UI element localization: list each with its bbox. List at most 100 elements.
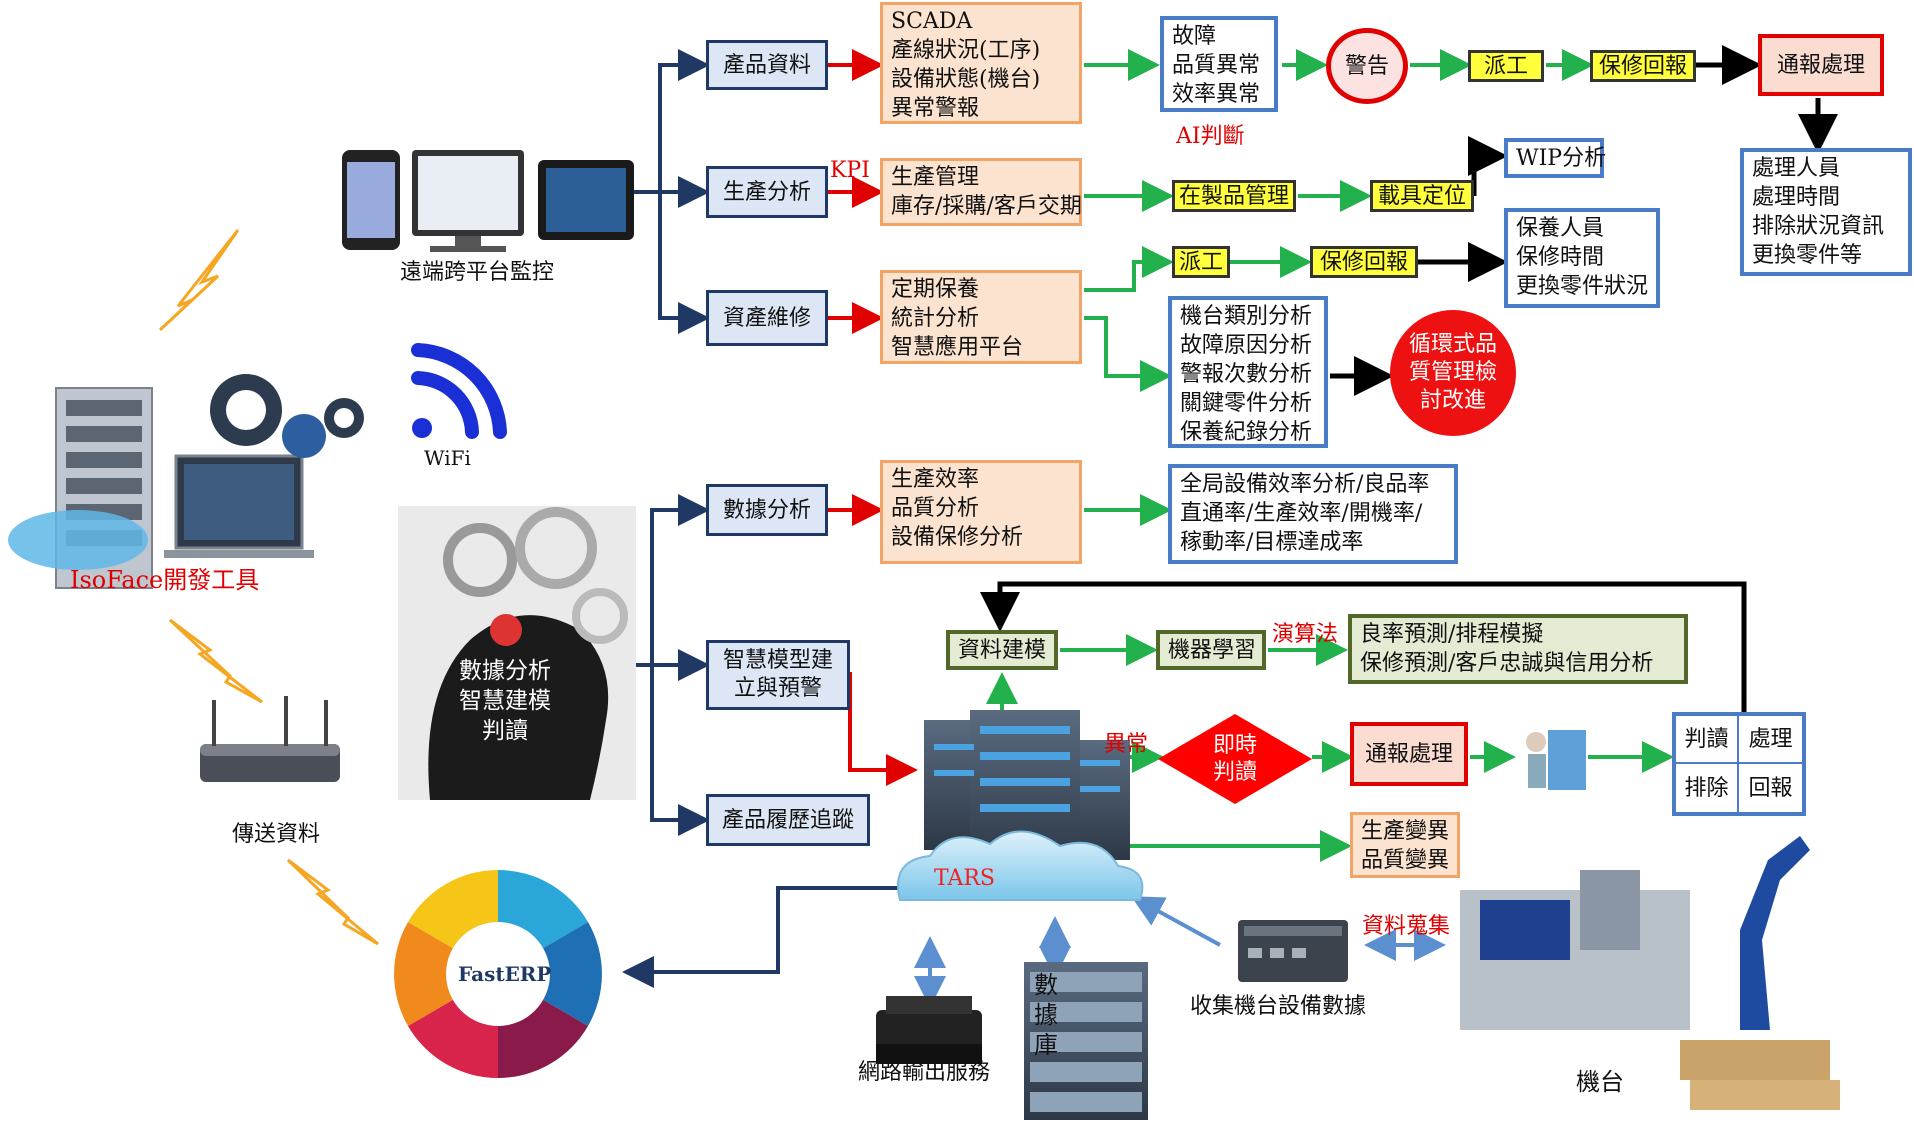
machine-analysis-line: 故障原因分析 [1180, 333, 1313, 358]
node-maintenance-plan: 定期保養 統計分析 智慧應用平台 [880, 270, 1082, 364]
scada-line: SCADA [891, 9, 973, 34]
green-arrows [986, 49, 1674, 862]
node-qc-loop: 循環式品 質管理檢 討改進 [1390, 310, 1516, 436]
tars-label: TARS [934, 866, 995, 891]
collector-device-icon [1238, 920, 1348, 982]
brain-line: 判讀 [482, 718, 528, 744]
dev-server-icon [8, 374, 364, 589]
printer-icon [876, 996, 982, 1064]
qc-loop-line: 質管理檢 [1408, 360, 1497, 385]
kpi-label: KPI [830, 158, 870, 183]
node-maintenance-personnel: 保養人員 保修時間 更換零件狀況 [1504, 208, 1660, 308]
prod-mgmt-line: 庫存/採購/客戶交期 [891, 194, 1082, 219]
maint-person-line: 保養人員 [1516, 216, 1605, 241]
grid-cell: 回報 [1748, 775, 1793, 801]
handling-line: 處理人員 [1752, 156, 1841, 181]
operator-icon [1526, 730, 1586, 790]
blue-double-arrows [622, 886, 908, 988]
node-repair-report-2-label: 保修回報 [1319, 249, 1408, 275]
node-carrier-locate-label: 載具定位 [1377, 183, 1466, 209]
node-wip-analysis-label: WIP分析 [1516, 146, 1607, 171]
node-dispatch-label: 派工 [1483, 53, 1528, 79]
remote-devices-icon [342, 150, 634, 252]
database-label: 數 據 庫 [1034, 970, 1064, 1060]
realtime-judge-line: 判讀 [1212, 760, 1257, 785]
node-notify-process-label: 通報處理 [1776, 52, 1865, 78]
node-handling-grid: 判讀 處理 排除 回報 [1672, 712, 1806, 816]
node-variation: 生產變異 品質變異 [1350, 812, 1460, 878]
data-gather-label: 資料蒐集 [1362, 914, 1451, 939]
node-traceability-label: 產品履歷追蹤 [721, 807, 854, 833]
node-data-analysis: 數據分析 [706, 484, 828, 536]
scada-line: 產線狀況(工序) [891, 38, 1041, 63]
scada-line: 異常警報 [891, 96, 980, 121]
node-handling-info: 處理人員 處理時間 排除狀況資訊 更換零件等 [1740, 148, 1912, 276]
wifi-label: WiFi [424, 446, 471, 470]
grid-cell: 處理 [1739, 716, 1802, 764]
database-char: 據 [1034, 1001, 1058, 1029]
oee-line: 直通率/生產效率/開機率/ [1180, 501, 1423, 526]
handling-line: 排除狀況資訊 [1752, 214, 1885, 239]
maint-plan-line: 定期保養 [891, 277, 980, 302]
collect-label: 收集機台設備數據 [1190, 994, 1367, 1019]
node-repair-report-label: 保修回報 [1598, 53, 1687, 79]
machine-analysis-line: 警報次數分析 [1180, 362, 1313, 387]
lightning-icons [158, 229, 379, 946]
algorithm-label: 演算法 [1272, 622, 1339, 647]
node-production-analysis-label: 生產分析 [722, 179, 811, 205]
node-data-modeling-label: 資料建模 [958, 637, 1047, 663]
database-server-icon [1024, 962, 1148, 1120]
node-notify-process: 通報處理 [1758, 34, 1884, 96]
anomaly-line: 品質異常 [1172, 53, 1261, 78]
efficiency-line: 生產效率 [891, 467, 980, 492]
anomaly-line: 故障 [1172, 24, 1217, 49]
fasterp-label: FastERP [458, 962, 552, 986]
database-char: 數 [1034, 971, 1058, 999]
node-warning-label: 警告 [1344, 53, 1389, 79]
node-smart-model: 智慧模型建 立與預警 [706, 640, 850, 710]
node-product-data: 產品資料 [706, 40, 828, 90]
efficiency-line: 品質分析 [891, 496, 980, 521]
oee-line: 稼動率/目標達成率 [1180, 530, 1364, 555]
node-asset-maintenance-label: 資產維修 [722, 305, 811, 331]
smart-model-line: 立與預警 [733, 676, 822, 701]
node-wip-management-label: 在製品管理 [1178, 183, 1289, 209]
prod-mgmt-line: 生產管理 [891, 165, 980, 190]
remote-monitor-label: 遠端跨平台監控 [400, 260, 555, 285]
machine-label: 機台 [1576, 1068, 1624, 1096]
brain-line: 智慧建模 [459, 688, 551, 714]
fasterp-wheel-icon [394, 870, 602, 1078]
machine-analysis-line: 關鍵零件分析 [1180, 391, 1313, 416]
node-notify-process-2: 通報處理 [1350, 722, 1468, 786]
variation-line: 品質變異 [1361, 848, 1450, 873]
grid-cell: 判讀 [1676, 716, 1739, 764]
machine-analysis-line: 保養紀錄分析 [1180, 420, 1313, 445]
node-machine-learning: 機器學習 [1156, 630, 1266, 670]
node-repair-report: 保修回報 [1590, 50, 1696, 82]
node-dispatch-2: 派工 [1172, 246, 1230, 278]
variation-line: 生產變異 [1361, 819, 1450, 844]
maint-plan-line: 統計分析 [891, 306, 980, 331]
navy-tree-top [628, 49, 710, 334]
black-arrows [980, 45, 1838, 712]
node-data-analysis-label: 數據分析 [722, 497, 811, 523]
node-machine-learning-label: 機器學習 [1168, 637, 1257, 663]
red-arrows [828, 49, 918, 786]
node-dispatch-2-label: 派工 [1178, 249, 1223, 275]
node-warning: 警告 [1326, 28, 1408, 104]
router-icon [200, 696, 340, 782]
node-oee: 全局設備效率分析/良品率 直通率/生產效率/開機率/ 稼動率/目標達成率 [1168, 464, 1458, 564]
node-wip-analysis: WIP分析 [1504, 138, 1607, 178]
node-repair-report-2: 保修回報 [1310, 246, 1418, 278]
node-asset-maintenance: 資產維修 [706, 290, 828, 346]
abnormal-label: 異常 [1104, 732, 1149, 757]
brain-gears-image [398, 506, 636, 800]
node-production-management: 生產管理 庫存/採購/客戶交期 [880, 158, 1082, 226]
dev-tool-label: IsoFace開發工具 [70, 566, 260, 594]
send-data-label: 傳送資料 [232, 822, 321, 847]
node-production-analysis: 生產分析 [706, 166, 828, 218]
node-scada: SCADA 產線狀況(工序) 設備狀態(機台) 異常警報 [880, 2, 1082, 124]
oee-line: 全局設備效率分析/良品率 [1180, 472, 1430, 497]
